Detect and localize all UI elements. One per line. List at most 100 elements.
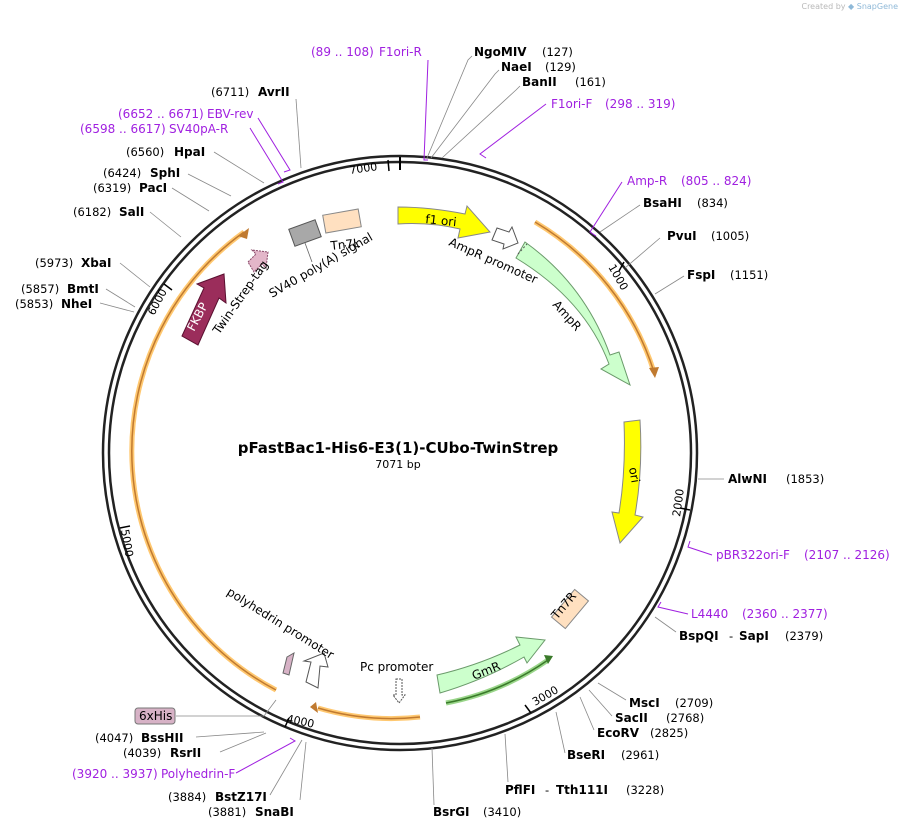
orf-arc-left-core <box>131 231 277 691</box>
f1-ori-label: f1 ori <box>425 212 458 229</box>
primer-polyhedrin-f-name: Polyhedrin-F <box>161 767 235 781</box>
snapgene-credit: Created by ◆ SnapGene <box>801 2 898 11</box>
site-bseri-pos: (2961) <box>621 748 659 762</box>
primer-f1ori-f-range: (298 .. 319) <box>605 97 675 111</box>
site-sacii-name: SacII <box>615 711 648 725</box>
site-sali-pos: (6182) <box>73 205 111 219</box>
site-sali-name: SalI <box>119 205 144 219</box>
site-nhei-name: NheI <box>61 297 92 311</box>
primer-f1ori-r-name: F1ori-R <box>379 45 422 59</box>
site-naei-name: NaeI <box>501 60 532 74</box>
site-hpai-pos: (6560) <box>126 145 164 159</box>
tick-7000 <box>387 159 390 172</box>
site-pvui-name: PvuI <box>667 229 697 243</box>
site-bspqi-pos: (2379) <box>785 629 823 643</box>
tick-3000 <box>524 704 532 714</box>
orf-arc-right-head <box>649 367 659 378</box>
tick-6000 <box>163 283 173 291</box>
site-rsrii-pos: (4039) <box>123 746 161 760</box>
gmr-orf-head <box>544 655 553 664</box>
primer-amp-r-range: (805 .. 824) <box>681 174 751 188</box>
orf-arc-bottom-core <box>317 707 421 720</box>
tick-5000 <box>119 525 131 529</box>
tick-1000 <box>618 261 625 272</box>
site-sphi-pos: (6424) <box>103 166 141 180</box>
primer-f1ori-f-name: F1ori-F <box>551 97 592 111</box>
polyhedrin-promoter-label: polyhedrin promoter <box>224 585 336 662</box>
tick-label-7000: 7000 <box>349 160 379 177</box>
his6-label-box <box>134 707 176 725</box>
ampr-promoter-arrow <box>491 225 519 250</box>
pc-promoter-arrow <box>392 678 406 704</box>
credit-brand: SnapGene <box>856 2 898 11</box>
tick-2000 <box>679 507 691 511</box>
site-sacii-pos: (2768) <box>666 711 704 725</box>
f1-ori-arrow <box>397 204 491 239</box>
site-banii-name: BanII <box>522 75 557 89</box>
site-rsrii-name: RsrII <box>170 746 201 760</box>
site-pvui-pos: (1005) <box>711 229 749 243</box>
orf-arc-right-core <box>534 221 655 373</box>
site-avrii-pos: (6711) <box>211 85 249 99</box>
primer-sv40pa-r-name: SV40pA-R <box>169 122 228 136</box>
pc-promoter-label: Pc promoter <box>360 660 433 674</box>
primer-f1ori-r-range: (89 .. 108) <box>311 45 374 59</box>
tick-4000 <box>284 717 290 728</box>
site-leaders <box>99 55 724 806</box>
primer-pbr322ori-f-name: pBR322ori-F <box>716 548 790 562</box>
site-bstz17i-name: BstZ17I <box>215 790 267 804</box>
primer-ebv-rev-name: EBV-rev <box>207 107 253 121</box>
site-msci-name: MscI <box>629 696 660 710</box>
site-paci-pos: (6319) <box>93 181 131 195</box>
fkbp-arrow <box>181 273 227 346</box>
site-banii-pos: (161) <box>575 75 606 89</box>
orf-arc-left-head <box>238 228 249 239</box>
site-bspqi-name: BspQI <box>679 629 719 643</box>
tn7l-label: Tn7L <box>329 236 361 253</box>
twin-strep-arrow <box>247 249 269 273</box>
tn7r-box <box>550 588 590 630</box>
orf-arc-bottom-head <box>310 702 318 713</box>
site-pflfi-name: PflFI <box>505 783 535 797</box>
site-bsahi-name: BsaHI <box>643 196 682 210</box>
site-snabi-name: SnaBI <box>255 805 294 819</box>
site-msci-pos: (2709) <box>675 696 713 710</box>
site-hpai-name: HpaI <box>174 145 205 159</box>
primer-amp-r-name: Amp-R <box>627 174 667 188</box>
site-ngomiv-pos: (127) <box>542 45 573 59</box>
plasmid-size: 7071 bp <box>375 458 420 471</box>
site-ecorv-name: EcoRV <box>597 726 640 740</box>
credit-prefix: Created by <box>801 2 846 11</box>
site-bspqi-dash: - <box>729 629 733 643</box>
site-fspi-pos: (1151) <box>730 268 768 282</box>
site-bmti-name: BmtI <box>67 282 99 296</box>
site-bsrgi-pos: (3410) <box>483 805 521 819</box>
plasmid-name: pFastBac1-His6-E3(1)-CUbo-TwinStrep <box>238 439 559 457</box>
primer-ebv-rev-range: (6652 .. 6671) <box>118 107 204 121</box>
site-naei-pos: (129) <box>545 60 576 74</box>
gmr-orf-arc-core <box>445 659 549 704</box>
tick-label-5000: 5000 <box>118 528 136 558</box>
ampr-arrow <box>515 241 631 387</box>
tick-label-4000: 4000 <box>285 712 315 731</box>
tick-label-2000: 2000 <box>670 488 687 518</box>
site-bsahi-pos: (834) <box>697 196 728 210</box>
site-xbai-pos: (5973) <box>35 256 73 270</box>
site-alwni-pos: (1853) <box>786 472 824 486</box>
snapgene-logo-icon: ◆ <box>848 2 855 11</box>
site-fspi-name: FspI <box>687 268 715 282</box>
his6-label: 6xHis <box>139 709 172 723</box>
site-ngomiv-name: NgoMIV <box>474 45 527 59</box>
site-paci-name: PacI <box>139 181 167 195</box>
backbone-outer <box>101 154 699 752</box>
primer-leaders <box>235 59 713 774</box>
his-tag-feature <box>282 652 295 676</box>
primer-polyhedrin-f-range: (3920 .. 3937) <box>72 767 158 781</box>
site-bseri-name: BseRI <box>567 748 605 762</box>
primer-sv40pa-r-range: (6598 .. 6617) <box>80 122 166 136</box>
site-sapi-name: SapI <box>739 629 769 643</box>
site-bsshii-name: BssHII <box>141 731 183 745</box>
sv40-box <box>288 219 322 247</box>
ori-label: ori <box>626 466 642 484</box>
